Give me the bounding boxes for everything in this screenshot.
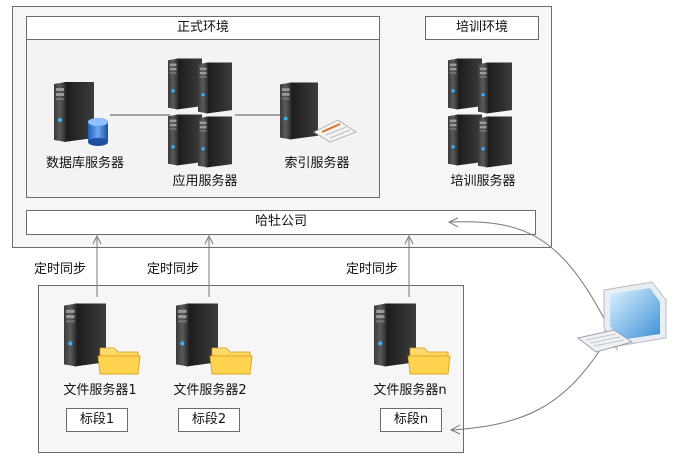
application-server-label: 应用服务器: [172, 174, 238, 189]
client-computer-icon: [574, 280, 674, 360]
segment-n-label: 标段n: [380, 408, 442, 432]
file-server-n-icon: [372, 300, 452, 376]
database-server-label: 数据库服务器: [45, 156, 124, 171]
index-server-label: 索引服务器: [284, 156, 350, 171]
sync-label-2: 定时同步: [146, 262, 199, 277]
training-server-icon: [448, 58, 518, 170]
index-server-icon: [278, 80, 358, 146]
training-server-label: 培训服务器: [450, 174, 516, 189]
segment-2-label: 标段2: [178, 408, 240, 432]
training-env-title: 培训环境: [425, 16, 539, 40]
application-server-icon: [168, 58, 238, 170]
sync-label-3: 定时同步: [345, 262, 398, 277]
file-server-1-label: 文件服务器1: [63, 383, 137, 398]
production-env-title: 正式环境: [26, 16, 380, 40]
company-bar: 哈牡公司: [26, 210, 536, 235]
sync-label-1: 定时同步: [33, 262, 86, 277]
segment-1-label: 标段1: [66, 408, 128, 432]
database-server-icon: [50, 78, 110, 150]
file-server-2-label: 文件服务器2: [173, 383, 247, 398]
file-server-n-label: 文件服务器n: [373, 383, 447, 398]
file-server-1-icon: [62, 300, 142, 376]
file-server-2-icon: [174, 300, 254, 376]
